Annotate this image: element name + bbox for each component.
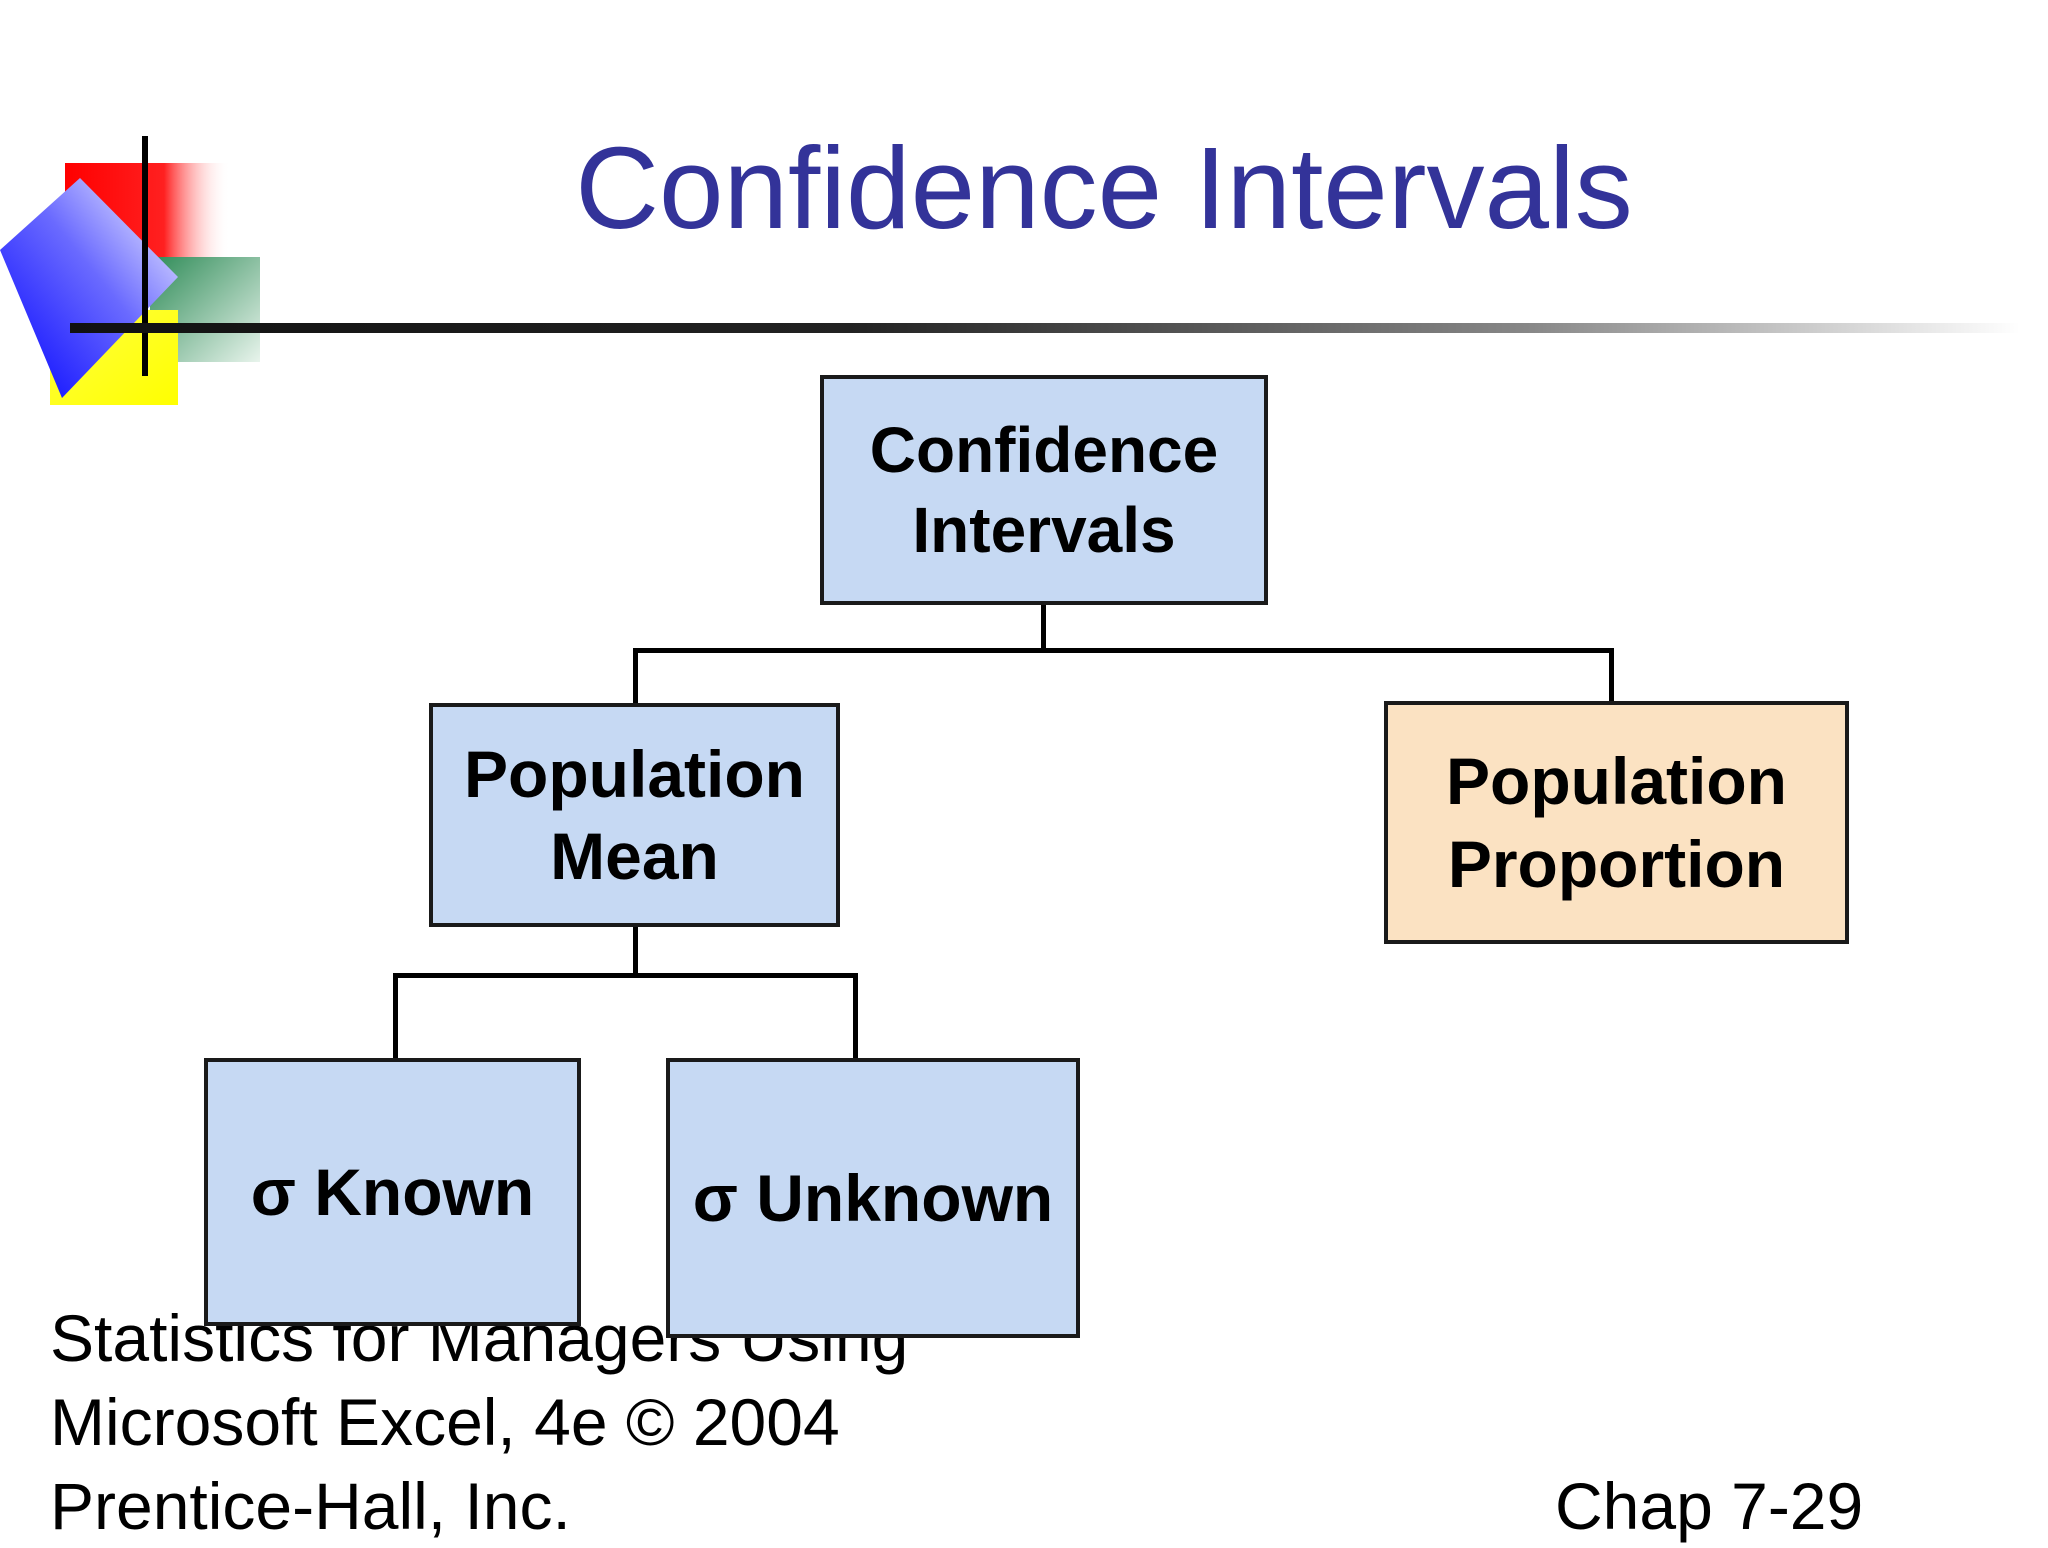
connector-level1-horizontal	[633, 648, 1614, 653]
box-population-proportion: Population Proportion	[1384, 701, 1849, 944]
decorative-squares-logo	[0, 136, 260, 405]
slide-title: Confidence Intervals	[575, 123, 1633, 253]
connector-to-mean	[633, 648, 638, 706]
title-underline	[70, 323, 2020, 333]
box-confidence-intervals: Confidence Intervals	[820, 375, 1268, 605]
box-proportion-line-1: Population	[1446, 744, 1787, 818]
box-mean-line-2: Mean	[550, 819, 719, 893]
box-known-label: σ Known	[250, 1154, 535, 1229]
footer-line-2: Microsoft Excel, 4e © 2004	[50, 1385, 840, 1459]
connector-to-proportion	[1609, 648, 1614, 704]
box-sigma-known: σ Known	[204, 1058, 581, 1326]
box-root-line-2: Intervals	[912, 494, 1176, 566]
box-population-mean: Population Mean	[429, 703, 840, 927]
box-sigma-unknown: σ Unknown	[666, 1058, 1080, 1338]
connector-to-known	[393, 973, 398, 1060]
box-proportion-line-2: Proportion	[1447, 826, 1786, 901]
footer-line-3: Prentice-Hall, Inc.	[50, 1469, 571, 1543]
box-mean-line-1: Population	[464, 736, 805, 811]
box-unknown-label: σ Unknown	[692, 1160, 1054, 1235]
footer-chapter: Chap 7-29	[1555, 1469, 1864, 1543]
box-root-line-1: Confidence	[869, 414, 1219, 486]
connector-mean-down	[633, 925, 638, 977]
connector-level2-horizontal	[393, 973, 858, 978]
connector-root-down	[1041, 604, 1046, 652]
connector-to-unknown	[853, 973, 858, 1060]
